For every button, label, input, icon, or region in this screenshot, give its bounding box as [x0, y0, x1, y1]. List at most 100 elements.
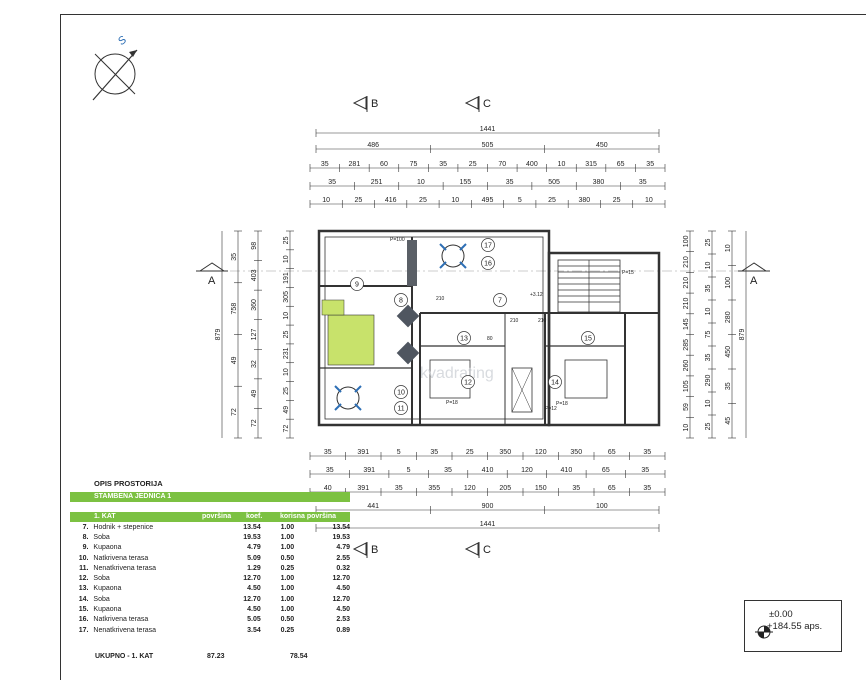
dimension-value: 35 [641, 467, 649, 474]
room-usable: 13.54 [332, 523, 350, 531]
section-label-b-top: B [371, 98, 378, 110]
room-schedule: OPIS PROSTORIJA STAMBENA JEDNICA 1 1. KA… [70, 479, 350, 635]
unit-label: STAMBENA JEDNICA 1 [70, 492, 350, 502]
dimension-value: 35 [231, 253, 238, 261]
dimension-value: 25 [419, 197, 427, 204]
dimension-value: 72 [231, 408, 238, 416]
dimension-value: 100 [596, 503, 608, 510]
door-tag: 210 [510, 318, 519, 324]
dimension-value: 35 [439, 161, 447, 168]
room-area: 12.70 [243, 575, 261, 583]
room-area: 5.09 [247, 554, 261, 562]
dimension-value: 416 [385, 197, 397, 204]
dimension-value: 305 [283, 291, 290, 303]
dimension-value: 35 [572, 485, 580, 492]
dimension-value: 49 [251, 390, 258, 398]
room-number: 12 [464, 380, 472, 387]
room-name: Hodnik + stepenice [93, 523, 154, 531]
header-coef: koef. [246, 513, 263, 520]
room-n: 14. [78, 595, 89, 603]
door-tag: P=18 [446, 400, 458, 406]
dimension-value: 441 [367, 503, 379, 510]
door-tag: 210 [436, 296, 445, 302]
room-coef: 1.00 [280, 523, 295, 531]
dimension-value: 35 [506, 179, 514, 186]
dimension-value: 72 [283, 425, 290, 433]
dimension-value: 25 [283, 236, 290, 244]
dimension-value: 35 [395, 485, 403, 492]
room-coef: 0.50 [280, 616, 295, 624]
room-usable: 19.53 [332, 533, 350, 541]
room-number: 8 [399, 298, 403, 305]
room-usable: 2.53 [336, 616, 350, 624]
section-marker-c-top: C [464, 96, 491, 112]
dimension-total: 1441 [480, 521, 496, 528]
room-number: 13 [460, 336, 468, 343]
room-n: 9. [82, 544, 89, 552]
dimension-value: 25 [283, 387, 290, 395]
dimension-value: 391 [357, 485, 369, 492]
room-area: 5.05 [247, 616, 261, 624]
dimension-value: 450 [725, 346, 732, 358]
room-coef: 1.00 [280, 585, 295, 593]
room-area: 12.70 [243, 595, 261, 603]
dimension-value: 35 [321, 161, 329, 168]
dimension-value: 35 [639, 179, 647, 186]
sheet-frame [60, 14, 866, 680]
dimension-value: 127 [251, 329, 258, 341]
room-n: 16. [78, 616, 89, 624]
dimension-value: 100 [725, 277, 732, 289]
room-name: Natkrivena terasa [93, 616, 149, 624]
room-area: 4.79 [247, 544, 261, 552]
room-coef: 1.00 [280, 544, 295, 552]
dimension-value: 350 [499, 449, 511, 456]
dimension-value: 900 [482, 503, 494, 510]
section-label-b-bottom: B [371, 544, 378, 556]
room-number: 10 [397, 390, 405, 397]
level-relative: ±0.00 [769, 609, 793, 620]
dimension-value: 10 [725, 244, 732, 252]
room-row: 16. Natkrivena terasa 5.05 0.50 2.53 [70, 615, 350, 625]
dimension-value: 251 [371, 179, 383, 186]
room-area: 3.54 [247, 626, 261, 634]
room-n: 8. [82, 533, 89, 541]
level-marker-icon [755, 625, 773, 639]
level-box: ±0.00 +184.55 aps. [744, 600, 842, 652]
dimension-value: 210 [683, 277, 690, 289]
dimension-value: 380 [593, 179, 605, 186]
room-usable: 0.89 [336, 626, 350, 634]
room-name: Kupaona [93, 585, 122, 593]
dimension-value: 25 [613, 197, 621, 204]
dimension-value: 10 [283, 255, 290, 263]
dimension-value: 205 [499, 485, 511, 492]
dimension-value: 25 [283, 331, 290, 339]
terrace-table-icon [334, 385, 362, 411]
dimension-value: 10 [683, 424, 690, 432]
section-label-c-bottom: C [483, 544, 491, 556]
header-area: površina [202, 513, 232, 520]
dimension-value: 25 [548, 197, 556, 204]
dimension-value: 49 [231, 356, 238, 364]
building-walls [317, 229, 661, 427]
room-usable: 2.55 [336, 554, 350, 562]
room-number-marker: 9 [350, 277, 364, 291]
north-arrow-icon: S [92, 34, 138, 101]
room-number: 17 [484, 243, 492, 250]
room-n: 11. [79, 564, 89, 572]
dimension-value: 65 [617, 161, 625, 168]
door-tag: 80 [487, 336, 493, 342]
dimension-value: 5 [518, 197, 522, 204]
dimension-value: 410 [482, 467, 494, 474]
header-floor: 1. KAT [94, 513, 116, 520]
room-number: 14 [551, 380, 559, 387]
room-area: 13.54 [243, 523, 261, 531]
room-usable: 0.32 [336, 564, 350, 572]
room-usable: 12.70 [332, 595, 350, 603]
room-n: 13. [78, 585, 89, 593]
